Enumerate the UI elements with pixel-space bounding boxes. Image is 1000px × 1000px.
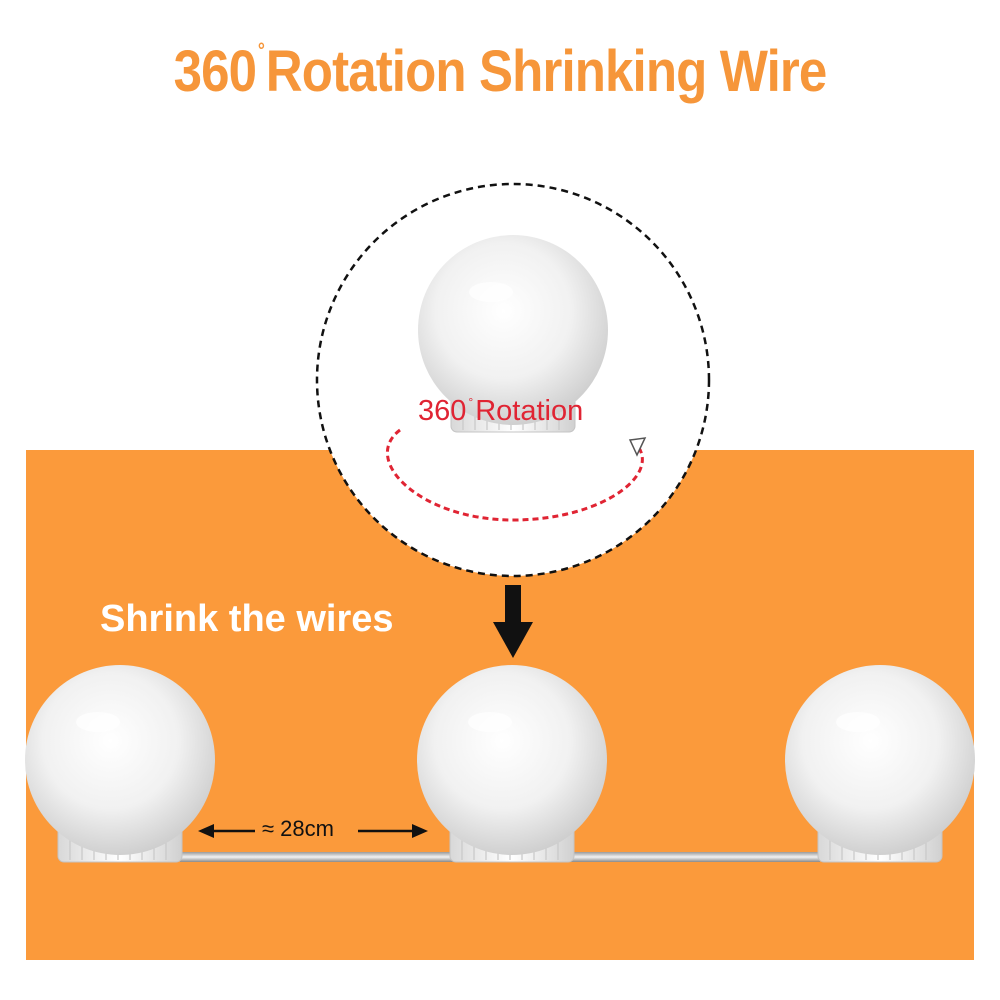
arrow-right-icon — [412, 824, 428, 838]
down-arrow-icon — [493, 585, 533, 658]
rotation-label: 360°Rotation — [418, 395, 583, 428]
bulb-left — [24, 664, 216, 863]
zoom-circle-outline — [315, 182, 711, 578]
shrink-label: Shrink the wires — [100, 598, 394, 640]
arrow-left-icon — [198, 824, 214, 838]
bulb-right — [784, 664, 976, 863]
rotation-path — [386, 428, 644, 522]
page-title: 360°Rotation Shrinking Wire — [60, 38, 940, 105]
bulb-center — [416, 664, 608, 863]
rotation-number: 360 — [418, 395, 467, 427]
title-number: 360 — [173, 39, 257, 104]
rotation-arrow-icon — [628, 437, 647, 457]
rotation-degree: ° — [468, 395, 474, 409]
distance-label: ≈ 28cm — [262, 816, 334, 841]
title-degree: ° — [257, 40, 265, 62]
rotation-text: Rotation — [475, 395, 584, 427]
title-text: Rotation Shrinking Wire — [265, 39, 827, 104]
